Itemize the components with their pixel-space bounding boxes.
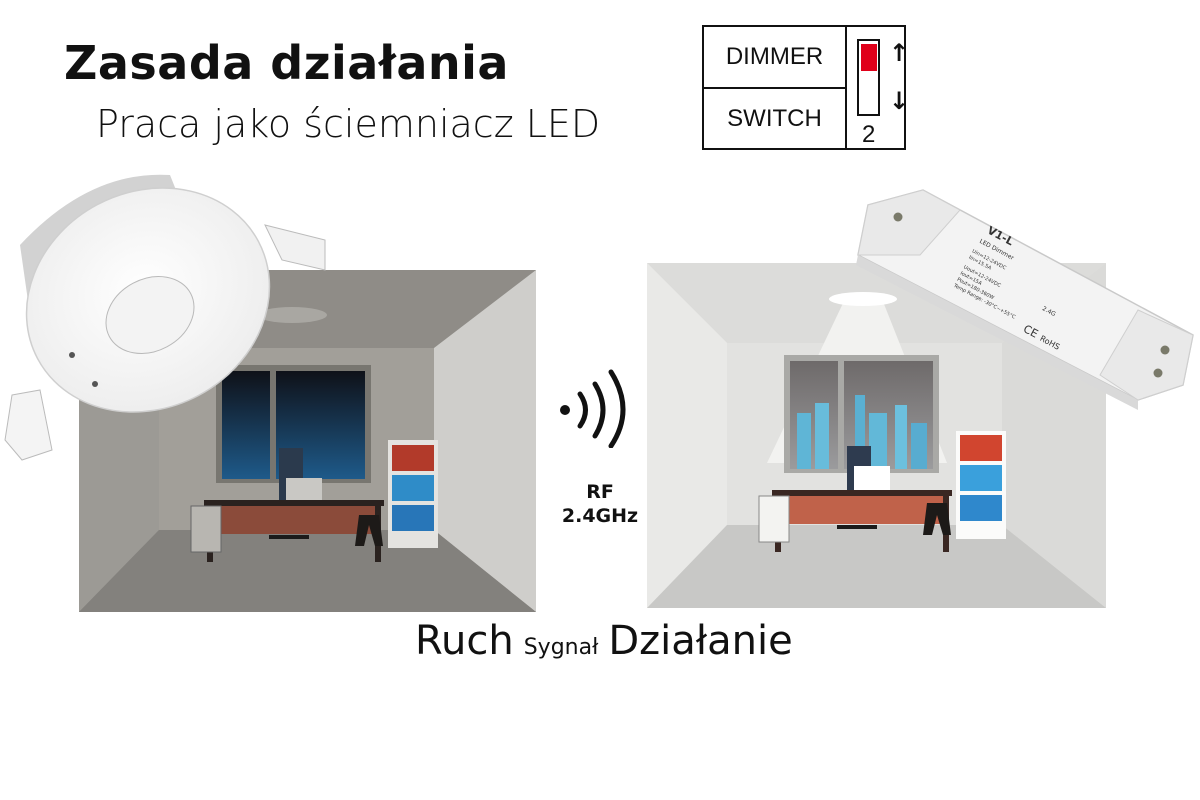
caption-motion: Ruch (415, 618, 514, 664)
ceiling-sensor-image (0, 165, 335, 485)
flow-caption: Ruch Sygnał Działanie (415, 618, 793, 664)
arrow-up-icon: ↑ (889, 39, 910, 67)
led-dimmer-controller-image: V1-L LED Dimmer Uin=12-24VDC Iin=15.5A U… (848, 185, 1198, 420)
wireless-signal-icon (553, 366, 633, 449)
dip-mode-switch: SWITCH (704, 89, 847, 149)
caption-signal: Sygnał (523, 635, 599, 660)
ce-mark: CE (1021, 322, 1040, 340)
page-title: Zasada działania (64, 36, 509, 90)
page-subtitle: Praca jako ściemniacz LED (96, 102, 601, 146)
dip-switch-slot (857, 39, 880, 116)
dip-switch-knob (861, 44, 877, 71)
dip-mode-dimmer: DIMMER (704, 27, 847, 89)
arrow-down-icon: ↓ (889, 87, 910, 115)
dip-switch-legend: DIMMER SWITCH 2 ↑ ↓ (702, 25, 910, 150)
rf-frequency-label: RF 2.4GHz (561, 481, 639, 527)
caption-action: Działanie (608, 618, 793, 664)
dip-switch-number: 2 (862, 121, 876, 148)
